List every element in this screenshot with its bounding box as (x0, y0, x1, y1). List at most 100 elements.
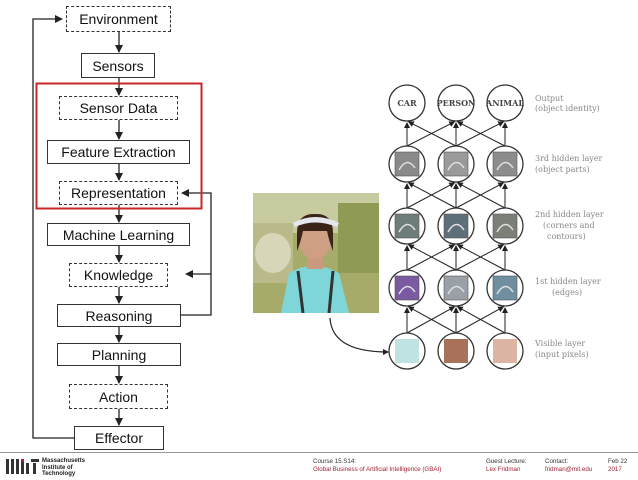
layer-sublabel-hidden1: (edges) (552, 288, 582, 297)
layer-label-hidden3: 3rd hidden layer (535, 154, 603, 163)
date-value: 2017 (608, 466, 622, 473)
input-pixel (493, 339, 517, 363)
feature-extraction-box: Feature Extraction (47, 140, 190, 164)
photo-to-input-arrow (329, 317, 389, 355)
feature-stroke (496, 285, 514, 295)
nn-edge (406, 306, 456, 334)
representation-box: Representation (59, 181, 178, 205)
output-node-label: PERSON (437, 98, 476, 108)
environment-box: Environment (66, 6, 171, 32)
feature-patch (394, 151, 420, 177)
layer-sublabel-output: (object identity) (535, 104, 600, 113)
nn-edge (407, 306, 457, 334)
nn-edge (455, 244, 505, 271)
sensors-label: Sensors (92, 57, 144, 74)
nn-edge (406, 182, 456, 209)
effector-box: Effector (74, 426, 164, 450)
footer-course: Course 15.S14: Global Business of Artifi… (313, 458, 441, 474)
action-box: Action (69, 384, 168, 409)
nn-node (437, 84, 475, 122)
footer-date: Feb 22 2017 (608, 458, 627, 474)
layer-sublabel-visible: (input pixels) (535, 350, 589, 359)
nn-edge (456, 182, 506, 209)
nn-nodes (388, 84, 524, 370)
loop-effector-environment (32, 15, 74, 439)
machine-learning-box: Machine Learning (47, 223, 190, 246)
knowledge-label: Knowledge (83, 267, 154, 283)
feature-patch (443, 151, 469, 177)
nn-edge (406, 244, 456, 271)
sensor-data-label: Sensor Data (79, 100, 158, 116)
feature-stroke (447, 161, 465, 171)
feature-stroke (496, 161, 514, 171)
layer-sublabel-hidden2b: contours) (547, 232, 586, 241)
nn-edge (456, 244, 506, 271)
planning-label: Planning (91, 346, 147, 363)
course-key: Course 15.S14: (313, 458, 356, 465)
layer-label-hidden1: 1st hidden layer (535, 277, 601, 286)
guest-key: Guest Lecture: (486, 458, 527, 465)
person-photo-drawing (253, 193, 379, 313)
layer-sublabel-hidden2: (corners and (543, 221, 595, 230)
reasoning-label: Reasoning (85, 307, 153, 324)
layer-label-visible: Visible layer (534, 339, 585, 348)
feature-stroke (447, 285, 465, 295)
mit-line: Institute of (42, 464, 73, 471)
nn-node (388, 84, 426, 122)
effector-label: Effector (95, 430, 143, 446)
feature-patch (443, 275, 469, 301)
output-node-label: ANIMAL (485, 98, 524, 108)
date-key: Feb 22 (608, 458, 628, 465)
environment-label: Environment (79, 11, 158, 27)
nn-edge (456, 306, 506, 334)
layer-label-output: Output (535, 94, 564, 103)
mit-wordmark: Massachusetts Institute of Technology (42, 458, 85, 478)
feature-stroke (447, 223, 465, 233)
nn-edge (455, 306, 505, 334)
mit-line: Massachusetts (42, 458, 86, 464)
nn-edge (406, 121, 456, 147)
machine-learning-label: Machine Learning (62, 226, 175, 243)
course-value: Global Business of Artificial Intelligen… (313, 466, 442, 473)
nn-node (486, 84, 524, 122)
output-node-label: CAR (397, 98, 417, 108)
action-label: Action (99, 388, 138, 405)
feature-patch (394, 275, 420, 301)
footer-contact: Contact: fridman@mit.edu (545, 458, 592, 474)
feature-extraction-label: Feature Extraction (61, 144, 176, 160)
nn-edges (404, 121, 508, 334)
feature-stroke (496, 223, 514, 233)
input-pixel (444, 339, 468, 363)
layer-sublabel-hidden3: (object parts) (535, 165, 590, 174)
feature-stroke (398, 161, 416, 171)
contact-value: fridman@mit.edu (545, 466, 593, 473)
feature-patch (443, 213, 469, 239)
feature-patch (492, 275, 518, 301)
nn-edge (407, 182, 457, 209)
guest-value: Lex Fridman (486, 466, 521, 473)
layer-label-hidden2: 2nd hidden layer (535, 210, 604, 219)
planning-box: Planning (57, 343, 181, 366)
sensors-box: Sensors (81, 53, 155, 78)
feature-stroke (398, 285, 416, 295)
sensor-data-box: Sensor Data (59, 96, 178, 120)
nn-edge (455, 121, 505, 147)
footer-guest: Guest Lecture: Lex Fridman (486, 458, 527, 474)
representation-label: Representation (71, 185, 166, 201)
nn-edge (456, 121, 506, 147)
feature-stroke (398, 223, 416, 233)
nn-edge (407, 121, 457, 147)
mit-line: Technology (42, 471, 76, 477)
contact-key: Contact: (545, 458, 569, 465)
nn-edge (407, 244, 457, 271)
input-photo (253, 193, 379, 313)
input-pixel (395, 339, 419, 363)
reasoning-box: Reasoning (57, 304, 181, 327)
slide-footer (0, 452, 638, 480)
nn-edge (455, 182, 505, 209)
feature-patch (492, 151, 518, 177)
representation-highlight (35, 82, 203, 210)
loop-reasoning-feedback (181, 189, 212, 316)
